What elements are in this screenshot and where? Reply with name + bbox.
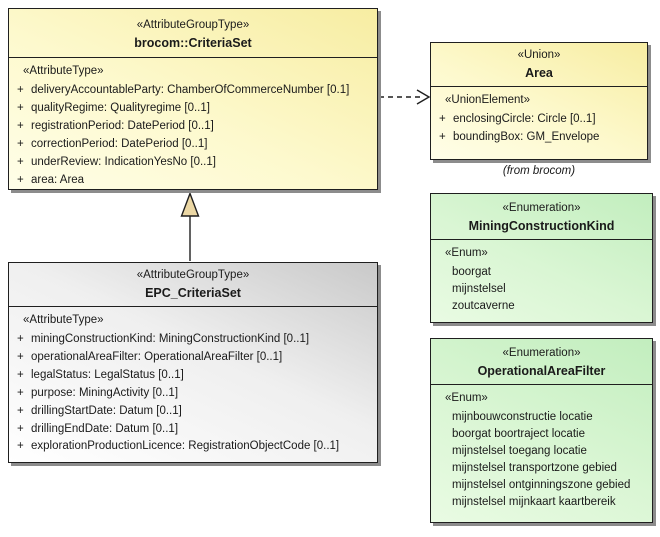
attribute-row: + boundingBox: GM_Envelope bbox=[431, 129, 643, 147]
enum-literals: «Enum» boorgat mijnstelsel zoutcaverne bbox=[431, 240, 652, 319]
attribute-text: area: Area bbox=[31, 173, 85, 186]
class-name: MiningConstructionKind bbox=[468, 219, 615, 233]
attribute-text: miningConstructionKind: MiningConstructi… bbox=[31, 333, 310, 346]
class-stereotype: «Enumeration» bbox=[502, 202, 581, 214]
class-header: «AttributeGroupType» EPC_CriteriaSet bbox=[9, 263, 377, 307]
visibility: + bbox=[17, 386, 24, 399]
area-package-caption: (from brocom) bbox=[502, 165, 576, 177]
section-label: «AttributeType» bbox=[23, 314, 104, 326]
attribute-row: + registrationPeriod: DatePeriod [0..1] bbox=[9, 118, 373, 136]
class-header: «Enumeration» MiningConstructionKind bbox=[431, 194, 652, 240]
enum-box-operationalareafilter: «Enumeration» OperationalAreaFilter «Enu… bbox=[430, 338, 653, 523]
attribute-text: legalStatus: LegalStatus [0..1] bbox=[31, 368, 184, 381]
class-header: «AttributeGroupType» brocom::CriteriaSet bbox=[9, 9, 377, 58]
class-box-area: «Union» Area «UnionElement» + enclosingC… bbox=[430, 42, 648, 160]
class-header: «Enumeration» OperationalAreaFilter bbox=[431, 339, 652, 385]
visibility: + bbox=[17, 333, 24, 346]
enum-literal: mijnstelsel bbox=[452, 282, 506, 295]
visibility: + bbox=[17, 351, 24, 364]
class-stereotype: «Union» bbox=[517, 49, 561, 61]
visibility: + bbox=[439, 131, 446, 144]
attribute-text: enclosingCircle: Circle [0..1] bbox=[453, 113, 596, 126]
enum-literal: mijnstelsel transportzone gebied bbox=[452, 462, 617, 475]
enum-literals: «Enum» mijnbouwconstructie locatie boorg… bbox=[431, 385, 652, 516]
enum-literal: boorgat bbox=[452, 265, 492, 278]
visibility: + bbox=[17, 368, 24, 381]
visibility: + bbox=[17, 84, 24, 97]
attribute-text: underReview: IndicationYesNo [0..1] bbox=[31, 155, 216, 168]
class-attributes: «AttributeType» + miningConstructionKind… bbox=[9, 307, 377, 460]
attribute-text: drillingEndDate: Datum [0..1] bbox=[31, 422, 179, 435]
attribute-text: correctionPeriod: DatePeriod [0..1] bbox=[31, 137, 208, 150]
class-name: brocom::CriteriaSet bbox=[134, 36, 252, 50]
class-name: EPC_CriteriaSet bbox=[145, 286, 241, 300]
class-attributes: «UnionElement» + enclosingCircle: Circle… bbox=[431, 87, 647, 151]
class-stereotype: «AttributeGroupType» bbox=[136, 269, 250, 281]
attribute-row: + explorationProductionLicence: Registra… bbox=[9, 438, 373, 456]
attribute-text: registrationPeriod: DatePeriod [0..1] bbox=[31, 119, 214, 132]
enum-literal: zoutcaverne bbox=[452, 299, 515, 312]
section-label: «UnionElement» bbox=[445, 94, 531, 106]
visibility: + bbox=[17, 119, 24, 132]
visibility: + bbox=[17, 440, 24, 453]
attribute-row: + underReview: IndicationYesNo [0..1] bbox=[9, 154, 373, 172]
section-label: «AttributeType» bbox=[23, 65, 104, 77]
enum-literal: mijnstelsel mijnkaart kaartbereik bbox=[452, 496, 616, 509]
attribute-text: operationalAreaFilter: OperationalAreaFi… bbox=[31, 351, 283, 364]
attribute-row: + area: Area bbox=[9, 171, 373, 189]
enum-box-miningconstructionkind: «Enumeration» MiningConstructionKind «En… bbox=[430, 193, 653, 323]
generalization-arrow bbox=[180, 191, 200, 261]
enum-literal: mijnstelsel toegang locatie bbox=[452, 444, 587, 457]
attribute-text: explorationProductionLicence: Registrati… bbox=[31, 440, 340, 453]
attribute-text: deliveryAccountableParty: ChamberOfComme… bbox=[31, 84, 350, 97]
dependency-arrow bbox=[379, 89, 431, 105]
attribute-row: + qualityRegime: Qualityregime [0..1] bbox=[9, 100, 373, 118]
enum-literal: mijnbouwconstructie locatie bbox=[452, 410, 593, 423]
visibility: + bbox=[17, 137, 24, 150]
section-label: «Enum» bbox=[445, 392, 488, 404]
visibility: + bbox=[439, 113, 446, 126]
attribute-row: + drillingStartDate: Datum [0..1] bbox=[9, 403, 373, 421]
class-stereotype: «Enumeration» bbox=[502, 347, 581, 359]
attribute-text: qualityRegime: Qualityregime [0..1] bbox=[31, 102, 210, 115]
attribute-text: purpose: MiningActivity [0..1] bbox=[31, 386, 179, 399]
attribute-row: + purpose: MiningActivity [0..1] bbox=[9, 385, 373, 403]
class-name: Area bbox=[525, 66, 553, 80]
enum-literal: mijnstelsel ontginningszone gebied bbox=[452, 479, 631, 492]
attribute-text: drillingStartDate: Datum [0..1] bbox=[31, 404, 182, 417]
attribute-row: + correctionPeriod: DatePeriod [0..1] bbox=[9, 136, 373, 154]
class-box-brocom-criteriaset: «AttributeGroupType» brocom::CriteriaSet… bbox=[8, 8, 378, 190]
class-header: «Union» Area bbox=[431, 43, 647, 87]
visibility: + bbox=[17, 102, 24, 115]
class-stereotype: «AttributeGroupType» bbox=[136, 19, 250, 31]
visibility: + bbox=[17, 173, 24, 186]
visibility: + bbox=[17, 422, 24, 435]
enum-literal: boorgat boortraject locatie bbox=[452, 427, 585, 440]
attribute-row: + enclosingCircle: Circle [0..1] bbox=[431, 111, 643, 129]
class-box-epc-criteriaset: «AttributeGroupType» EPC_CriteriaSet «At… bbox=[8, 262, 378, 463]
class-name: OperationalAreaFilter bbox=[477, 364, 606, 378]
attribute-row: + legalStatus: LegalStatus [0..1] bbox=[9, 367, 373, 385]
attribute-row: + deliveryAccountableParty: ChamberOfCom… bbox=[9, 82, 373, 100]
attribute-row: + miningConstructionKind: MiningConstruc… bbox=[9, 331, 373, 349]
attribute-row: + drillingEndDate: Datum [0..1] bbox=[9, 420, 373, 438]
visibility: + bbox=[17, 155, 24, 168]
section-label: «Enum» bbox=[445, 247, 488, 259]
visibility: + bbox=[17, 404, 24, 417]
attribute-row: + operationalAreaFilter: OperationalArea… bbox=[9, 349, 373, 367]
attribute-text: boundingBox: GM_Envelope bbox=[453, 131, 600, 144]
class-attributes: «AttributeType» + deliveryAccountablePar… bbox=[9, 58, 377, 189]
